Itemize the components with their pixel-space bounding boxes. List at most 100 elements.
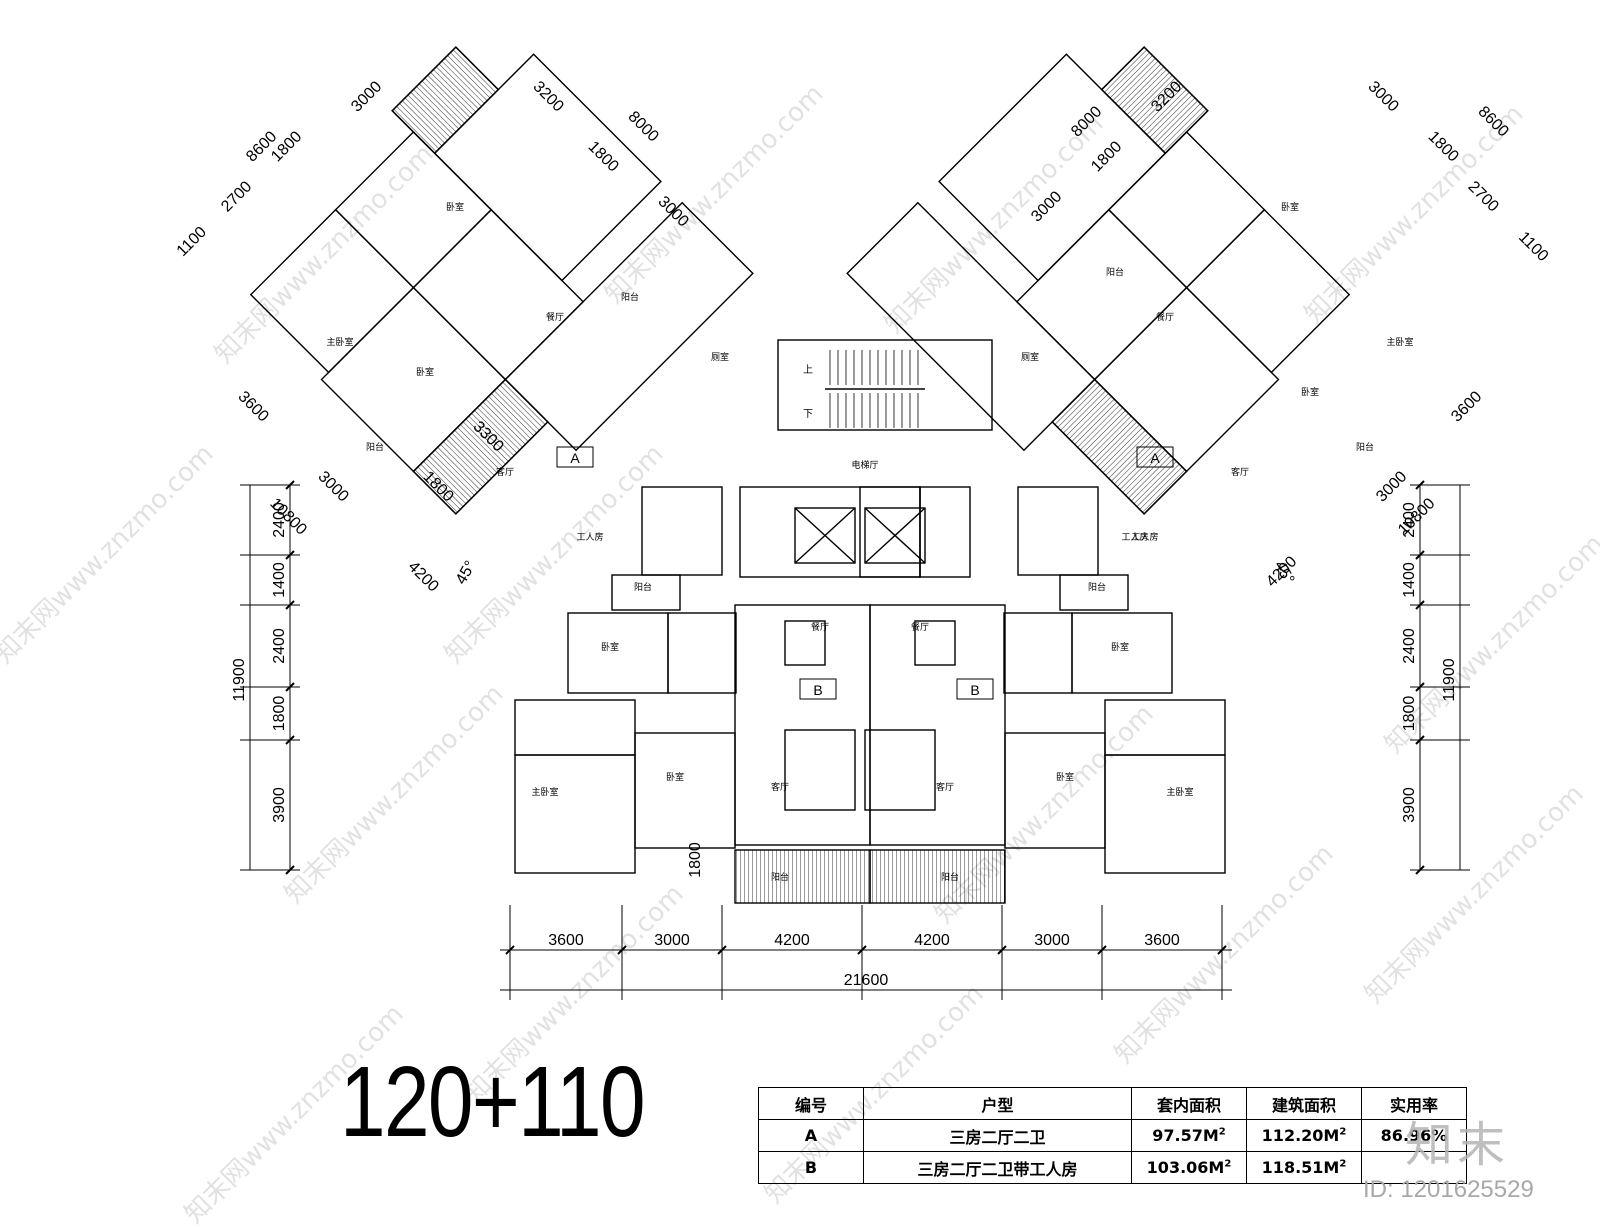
dim-tick: [1217, 945, 1227, 955]
watermark-logo: 知末: [1405, 1117, 1510, 1173]
dim-tick: [285, 480, 295, 490]
sofa-set: [864, 729, 936, 811]
unit-a-room-wall: [412, 208, 585, 381]
room-label: 工人房: [1131, 531, 1158, 543]
row-b-code: B: [758, 1151, 864, 1184]
image-id-watermark: ID: 1201625529: [1363, 1176, 1534, 1203]
row-a-type: 三房二厅二卫: [863, 1119, 1132, 1152]
unit-b-balcony: [869, 849, 1006, 904]
dim-tick: [717, 945, 727, 955]
room-label: 卧室: [1281, 201, 1299, 213]
row-b-type: 三房二厅二卫带工人房: [863, 1151, 1132, 1184]
room-label: 主卧室: [531, 786, 558, 798]
room-label: 主卧室: [326, 336, 353, 348]
unit-b-room-wall: [641, 486, 723, 576]
row-a-building-area: 112.20M2: [1246, 1119, 1362, 1152]
dim-tick: [285, 735, 295, 745]
dim-tick: [285, 865, 295, 875]
unit-b-room-wall: [567, 612, 669, 694]
dim-label-vertical: 2400: [1401, 502, 1418, 538]
unit-b-room-wall: [667, 612, 737, 694]
dim-tick: [1415, 735, 1425, 745]
dim-label-balcony: 1800: [687, 842, 704, 878]
elevator-cross: [864, 507, 926, 564]
dim-label-angled: 8000: [625, 108, 662, 145]
table-header-row: 编号 户型 套内面积 建筑面积 实用率: [758, 1087, 1467, 1120]
dim-label-vertical: 1400: [271, 562, 288, 598]
watermark-text: 知末网www.znzmo.com: [279, 679, 510, 910]
table-row: A 三房二厅二卫 97.57M2 112.20M2 86.96%: [758, 1119, 1467, 1152]
room-label: 餐厅: [811, 621, 829, 633]
unit-marker-label: B: [813, 682, 822, 698]
room-label: 阳台: [1088, 581, 1106, 593]
unit-marker-box: [799, 678, 837, 700]
row-a-code: A: [758, 1119, 864, 1152]
dim-label-angled: 2700: [218, 178, 255, 215]
unit-a-wing: [249, 46, 754, 515]
unit-b-room-wall: [514, 699, 636, 756]
unit-a-room-wall: [504, 201, 754, 452]
dim-label-angled: 1800: [585, 138, 622, 175]
unit-a-balcony: [1100, 46, 1209, 155]
room-label: 工人房: [1121, 531, 1148, 543]
plan-title: 120+110: [340, 1046, 646, 1158]
header-code: 编号: [758, 1087, 864, 1120]
room-label: 阳台: [941, 871, 959, 883]
unit-marker-label: A: [1150, 450, 1160, 466]
dim-label-angled: 1100: [174, 224, 210, 260]
room-label: 厕室: [1021, 351, 1039, 363]
dim-tick: [1415, 600, 1425, 610]
room-label: 客厅: [496, 466, 514, 478]
dim-label-angled: 4200: [405, 558, 442, 595]
elevator-shaft: [794, 507, 856, 564]
dim-tick: [1415, 550, 1425, 560]
dim-label-vertical-total: 11900: [231, 658, 248, 701]
elevator-cross: [794, 507, 856, 564]
unit-a-balcony: [1051, 378, 1188, 515]
dim-tick: [1097, 945, 1107, 955]
unit-a-room-wall: [1107, 131, 1266, 289]
unit-a-wing: [846, 46, 1351, 515]
dim-label-bottom: 3000: [654, 932, 690, 949]
dim-label-angled: 3000: [315, 468, 352, 505]
dim-label-vertical: 1800: [271, 696, 288, 732]
row-b-ratio: [1361, 1151, 1467, 1184]
unit-a-balcony: [412, 378, 549, 515]
unit-marker-label: A: [570, 450, 580, 466]
unit-b-room-wall: [1071, 612, 1173, 694]
room-label: 阳台: [1356, 441, 1374, 453]
room-label: 厕室: [711, 351, 729, 363]
header-type: 户型: [863, 1087, 1132, 1120]
watermark-text: 知末网www.znzmo.com: [0, 439, 220, 670]
dim-label-vertical: 3900: [1401, 787, 1418, 823]
row-a-ratio: 86.96%: [1361, 1119, 1467, 1152]
dim-label-vertical: 3900: [271, 787, 288, 823]
dim-label-angled: 3000: [1365, 78, 1402, 115]
dim-label-vertical-total: 11900: [1441, 658, 1458, 701]
room-label: 阳台: [771, 871, 789, 883]
unit-b-balcony: [734, 849, 871, 904]
core-wall: [777, 339, 993, 431]
room-label: 阳台: [634, 581, 652, 593]
dining-table: [784, 620, 826, 666]
dim-label-angled: 2700: [1465, 178, 1502, 215]
room-label: 卧室: [601, 641, 619, 653]
dim-tick: [285, 682, 295, 692]
header-inner-area: 套内面积: [1131, 1087, 1247, 1120]
sofa-set: [784, 729, 856, 811]
dim-label-angled: 1100: [1515, 229, 1551, 265]
dim-label-bottom: 3000: [1034, 932, 1070, 949]
dim-label-bottom-total: 21600: [844, 972, 889, 989]
dim-label-angled: 3000: [1373, 468, 1410, 505]
dim-label-bottom: 4200: [774, 932, 810, 949]
dim-tick: [1415, 865, 1425, 875]
dimension-lines: [240, 480, 1470, 1000]
dim-label-angled: 3600: [235, 388, 272, 425]
dim-tick: [1415, 682, 1425, 692]
unit-b-room-wall: [1017, 486, 1099, 576]
room-label: 阳台: [621, 291, 639, 303]
unit-marker-box: [556, 446, 594, 468]
dim-tick: [617, 945, 627, 955]
room-label: 卧室: [1111, 641, 1129, 653]
